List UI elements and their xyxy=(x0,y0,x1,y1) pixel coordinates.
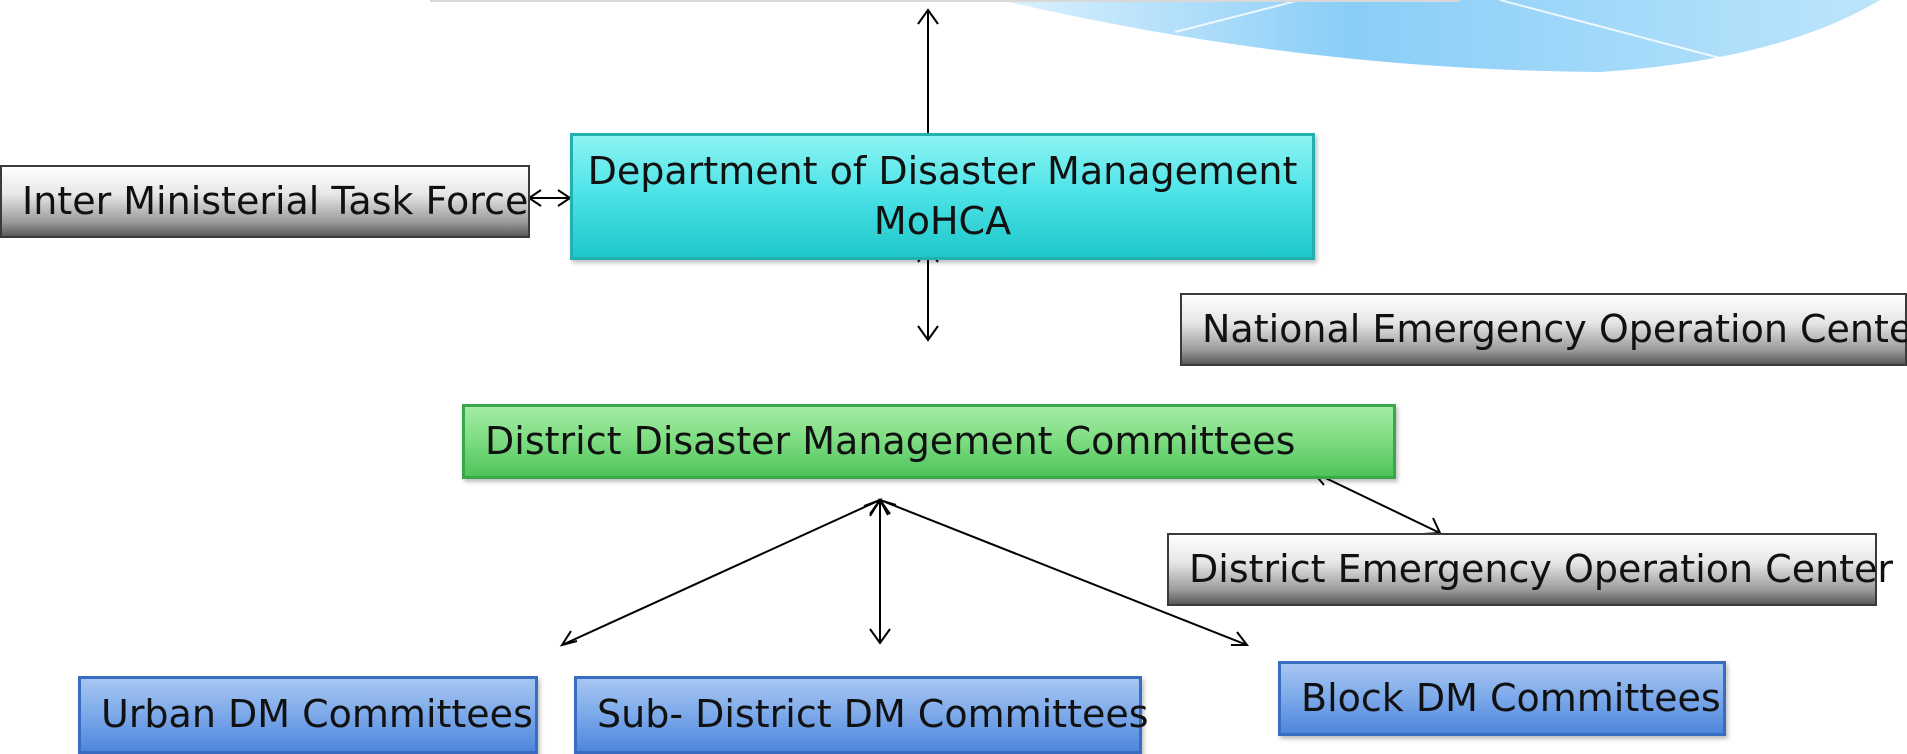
block-dm-committees-node: Block DM Committees xyxy=(1278,661,1726,736)
arrow-ddmc-deoc xyxy=(1312,471,1441,534)
urban-dm-committees-node: Urban DM Committees xyxy=(78,676,538,754)
district-disaster-management-committees-node: District Disaster Management Committees xyxy=(462,404,1396,479)
sub-district-dm-committees-label: Sub- District DM Committees xyxy=(597,692,1149,737)
block-dm-committees-label: Block DM Committees xyxy=(1301,675,1721,720)
department-of-disaster-management-node: Department of Disaster Management MoHCA xyxy=(570,133,1315,260)
department-of-disaster-management-label: Department of Disaster Management xyxy=(587,149,1298,194)
mohca-label: MoHCA xyxy=(873,198,1012,243)
district-disaster-management-committees-label: District Disaster Management Committees xyxy=(485,418,1296,463)
inter-ministerial-task-force-label: Inter Ministerial Task Force xyxy=(22,178,529,223)
arrow-ddmc-urban xyxy=(561,499,881,646)
inter-ministerial-task-force-node: Inter Ministerial Task Force xyxy=(0,165,530,238)
national-emergency-operation-center-label: National Emergency Operation Center xyxy=(1202,306,1907,351)
district-emergency-operation-center-node: District Emergency Operation Center xyxy=(1167,533,1893,606)
national-emergency-operation-center-node: National Emergency Operation Center xyxy=(1180,293,1907,366)
urban-dm-committees-label: Urban DM Committees xyxy=(101,692,533,737)
district-emergency-operation-center-label: District Emergency Operation Center xyxy=(1189,546,1894,591)
sub-district-dm-committees-node: Sub- District DM Committees xyxy=(574,676,1149,754)
